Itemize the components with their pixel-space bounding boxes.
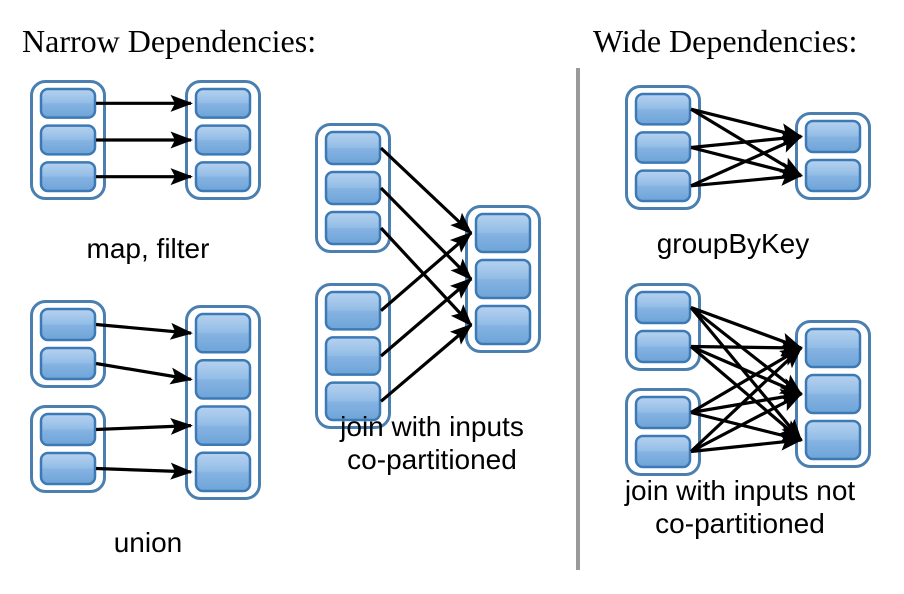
partition-box — [804, 419, 862, 461]
dependency-arrow — [690, 433, 803, 454]
partition-box — [324, 381, 382, 422]
dependency-arrow — [690, 130, 803, 150]
partition-box — [804, 158, 862, 193]
dependency-arrow — [379, 226, 473, 327]
rdd-container-groupbykey-target-0 — [795, 112, 871, 200]
rdd-container-groupbykey-source-0 — [625, 85, 701, 210]
partition-box — [194, 359, 252, 400]
partition-box — [194, 87, 252, 119]
dependency-arrow — [690, 168, 803, 188]
dependency-arrow — [95, 361, 193, 385]
partition-box — [634, 290, 692, 325]
partition-box — [474, 304, 532, 346]
dependency-arrow — [689, 346, 803, 453]
partition-box — [634, 329, 692, 364]
partition-box — [194, 161, 252, 193]
operation-label-join-not-copartitioned: co-partitioned — [655, 508, 825, 539]
partition-box — [474, 258, 532, 300]
rdd-container-join-not-copartitioned-source-1 — [625, 388, 701, 476]
operation-label-join-copartitioned: join with inputs — [339, 411, 524, 442]
rdd-container-map-filter-source-0 — [30, 80, 106, 200]
dependency-arrow — [690, 345, 803, 396]
rdd-container-join-copartitioned-source-1 — [315, 283, 391, 429]
dependency-arrow — [379, 323, 473, 403]
partition-box — [804, 327, 862, 369]
partition-box — [804, 373, 862, 415]
partition-box — [634, 395, 692, 430]
dependency-arrow — [690, 339, 803, 357]
dependency-arrow — [379, 186, 473, 281]
rdd-container-join-copartitioned-source-0 — [315, 123, 391, 253]
operation-label-groupbykey: groupByKey — [657, 228, 810, 259]
partition-box — [39, 87, 97, 119]
partition-box — [39, 451, 97, 486]
heading-wide: Wide Dependencies: — [593, 23, 857, 59]
rdd-container-join-not-copartitioned-target-0 — [795, 320, 871, 468]
dependency-arrow — [95, 462, 193, 480]
rdd-container-union-source-0 — [30, 300, 106, 388]
dependency-arrow — [690, 135, 803, 188]
heading-narrow: Narrow Dependencies: — [22, 23, 316, 59]
partition-box — [634, 131, 692, 164]
partition-box — [39, 307, 97, 342]
partition-box — [324, 210, 382, 246]
dependency-arrow — [689, 306, 803, 442]
rdd-container-map-filter-target-0 — [185, 80, 261, 200]
partition-box — [634, 92, 692, 126]
headings: Narrow Dependencies: Wide Dependencies: — [22, 23, 857, 59]
partition-box — [324, 336, 382, 376]
partition-box — [39, 346, 97, 381]
rdd-container-join-not-copartitioned-source-0 — [625, 283, 701, 371]
partition-box — [39, 124, 97, 156]
dependency-arrow — [689, 345, 803, 442]
dependency-arrow — [379, 231, 473, 312]
dependency-arrow — [379, 146, 473, 235]
rdd-container-join-copartitioned-target-0 — [465, 205, 541, 353]
partition-box — [194, 312, 252, 354]
rdd-container-outline — [185, 305, 261, 500]
dependency-arrow — [690, 107, 803, 140]
operation-label-map-filter: map, filter — [87, 233, 210, 264]
partition-box — [39, 161, 97, 193]
operation-label-union: union — [114, 527, 183, 558]
rdd-container-union-source-1 — [30, 405, 106, 493]
dependency-arrow — [95, 417, 193, 435]
partition-box — [39, 412, 97, 447]
rdd-container-union-target-0 — [185, 305, 261, 500]
dependency-arrows — [95, 94, 803, 480]
partition-box — [804, 119, 862, 154]
rdd-shapes — [30, 80, 871, 500]
partition-box — [324, 290, 382, 331]
partition-box — [194, 124, 252, 156]
partition-box — [324, 170, 382, 206]
operation-label-join-copartitioned: co-partitioned — [347, 444, 517, 475]
partition-box — [634, 169, 692, 203]
operation-label-join-not-copartitioned: join with inputs not — [624, 475, 856, 506]
partition-box — [324, 130, 382, 166]
partition-box — [474, 212, 532, 254]
dependency-arrow — [379, 277, 473, 358]
partition-box — [194, 405, 252, 446]
dependency-arrow — [95, 322, 193, 340]
partition-box — [634, 434, 692, 469]
partition-box — [194, 451, 252, 493]
dependency-arrow — [690, 392, 803, 453]
